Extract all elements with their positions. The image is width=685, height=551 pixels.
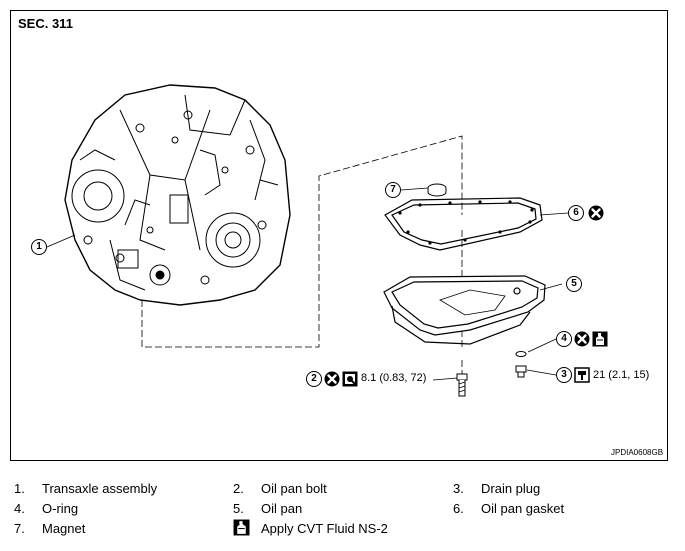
figure-code: JPDIA0608GB	[611, 448, 664, 457]
legend-num: 7.	[14, 521, 25, 536]
legend-item: 7. Magnet	[14, 521, 85, 536]
torque-wrench-icon	[342, 371, 358, 387]
o-ring	[515, 351, 527, 357]
callout-3: 3	[556, 367, 572, 383]
legend-label: Oil pan	[261, 501, 303, 516]
leader-lines	[46, 187, 569, 381]
legend-num: 6.	[453, 501, 464, 516]
fluid-bottle-icon	[592, 331, 608, 347]
fluid-bottle-icon	[233, 519, 250, 536]
callout-4: 4	[556, 331, 572, 347]
do-not-reuse-icon	[588, 205, 604, 221]
oil-pan-gasket	[384, 197, 543, 251]
oil-pan	[383, 275, 546, 345]
legend-label: Oil pan bolt	[261, 481, 327, 496]
legend-num: 2.	[233, 481, 244, 496]
legend-item: 1. Transaxle assembly	[14, 481, 157, 496]
legend-label: O-ring	[42, 501, 79, 516]
diagram-frame	[10, 10, 668, 461]
oil-pan-bolt	[456, 373, 468, 397]
callout-7: 7	[385, 182, 401, 198]
callout-6: 6	[568, 205, 584, 221]
legend-item: 6. Oil pan gasket	[453, 501, 564, 516]
legend-num: 1.	[14, 481, 25, 496]
torque-wrench-icon	[574, 367, 590, 383]
legend-num: 4.	[14, 501, 25, 516]
oil-pan-bolt-torque: 8.1 (0.83, 72)	[361, 372, 427, 384]
legend-item: 2. Oil pan bolt	[233, 481, 327, 496]
callout-5: 5	[566, 276, 582, 292]
legend-label: Transaxle assembly	[42, 481, 158, 496]
legend-label: Magnet	[42, 521, 86, 536]
drain-plug-torque: 21 (2.1, 15)	[593, 369, 650, 381]
legend-item: 4. O-ring	[14, 501, 78, 516]
magnet	[427, 183, 447, 197]
transaxle-assembly	[64, 84, 291, 306]
callout-2: 2	[306, 371, 322, 387]
legend-label: Apply CVT Fluid NS-2	[261, 521, 388, 536]
do-not-reuse-icon	[324, 371, 340, 387]
legend-num: 3.	[453, 481, 464, 496]
drain-plug	[515, 365, 527, 378]
legend-num: 5.	[233, 501, 244, 516]
legend-label: Oil pan gasket	[481, 501, 565, 516]
callout-1: 1	[31, 239, 47, 255]
legend-item: 3. Drain plug	[453, 481, 540, 496]
section-title: SEC. 311	[18, 16, 73, 31]
legend-item: 5. Oil pan	[233, 501, 302, 516]
legend-label: Drain plug	[481, 481, 541, 496]
do-not-reuse-icon	[574, 331, 590, 347]
